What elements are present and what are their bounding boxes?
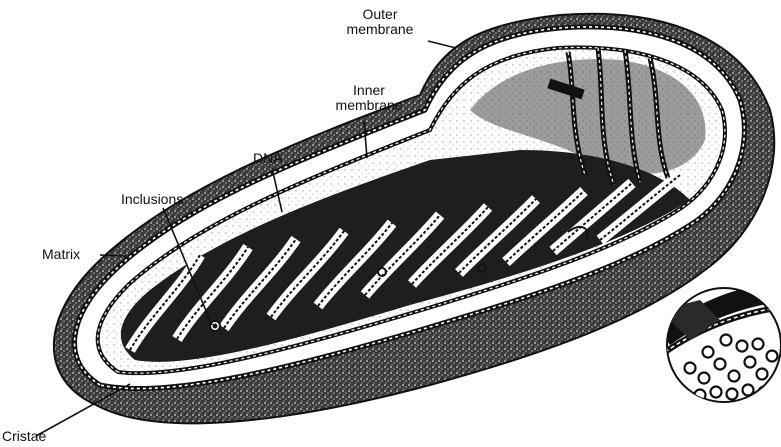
inset-particle: [745, 357, 756, 368]
inner-membrane-label-line2: membrane: [326, 98, 412, 113]
inset-particle: [767, 351, 778, 362]
inner-membrane-label: Inner membrane: [326, 83, 412, 113]
inset-particle: [699, 373, 710, 384]
inclusions-label: Inclusions: [121, 192, 183, 207]
outer-membrane-leader: [428, 41, 456, 48]
inset-particle: [685, 363, 696, 374]
matrix-leader: [100, 255, 126, 256]
inset-particle: [757, 369, 768, 380]
matrix-label: Matrix: [42, 247, 80, 262]
inset-particle: [727, 389, 738, 400]
inset-particle: [721, 335, 732, 346]
inset-particle: [753, 339, 764, 350]
inset-particle: [743, 385, 754, 396]
outer-membrane-label-line1: Outer: [336, 7, 424, 22]
inset-particle: [715, 359, 726, 370]
inset-particle: [703, 347, 714, 358]
outer-membrane-label: Outer membrane: [336, 7, 424, 37]
dna-label: DNA: [253, 151, 283, 166]
cristae-label: Cristae: [2, 429, 46, 444]
inner-membrane-label-line1: Inner: [326, 83, 412, 98]
membrane-inset: [660, 280, 781, 402]
inset-particle: [737, 341, 748, 352]
outer-membrane-label-line2: membrane: [336, 22, 424, 37]
inset-particle: [711, 387, 722, 398]
inset-particle: [759, 387, 770, 398]
inset-particle: [729, 371, 740, 382]
